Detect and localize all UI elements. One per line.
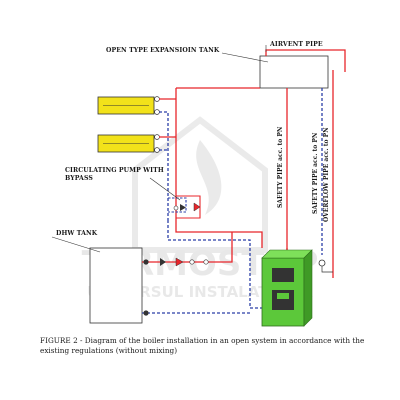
return-riser xyxy=(159,111,169,220)
expansion-tank-leader xyxy=(221,52,269,63)
radiator-upper-return-valve xyxy=(154,109,160,115)
circulating-pump-leader xyxy=(149,177,181,201)
overflow-pipe-label: OVERFLOW PIPE acc. to PN xyxy=(323,127,330,222)
dhw-pump-icon xyxy=(175,257,184,267)
dhw-supply-pipe xyxy=(142,232,233,263)
airvent-pipe xyxy=(265,49,346,72)
radiator-upper-valve xyxy=(154,96,160,102)
circulating-pump-label-bypass: BYPASS xyxy=(65,175,93,182)
check-valve-icon xyxy=(180,204,186,211)
pump-icon xyxy=(193,202,201,212)
airvent-pipe-label: AIRVENT PIPE xyxy=(269,41,323,48)
radiator-lower-valve xyxy=(154,134,160,140)
dhw-tank xyxy=(89,247,143,324)
expansion-tank xyxy=(259,55,329,89)
expansion-tank-label: OPEN TYPE EXPANSIOIN TANK xyxy=(106,47,220,54)
dhw-tank-label: DHW TANK xyxy=(56,230,98,237)
dhw-valve-icon xyxy=(189,259,195,265)
radiator-lower-return-valve xyxy=(154,147,160,153)
figure-caption: FIGURE 2 - Diagram of the boiler install… xyxy=(40,336,365,355)
watermark-house-icon xyxy=(132,116,268,253)
safety-pipe-1-label: SAFETY PIPE acc. to PN xyxy=(277,126,284,208)
supply-riser xyxy=(159,87,260,218)
dhw-return-valve xyxy=(143,310,149,316)
dhw-supply-valve xyxy=(143,259,149,265)
circulating-pump-label: CIRCULATING PUMP WITH xyxy=(65,167,164,174)
watermark-flame-icon xyxy=(196,140,222,215)
dhw-valve-icon-2 xyxy=(203,259,209,265)
dhw-check-valve-icon xyxy=(160,258,166,266)
boiler xyxy=(261,249,313,327)
dhw-tank-leader xyxy=(51,236,101,253)
pump-valve-icon xyxy=(173,205,179,211)
boiler-return-pipe xyxy=(167,220,265,309)
overflow-drain-icon xyxy=(318,259,326,267)
overflow-drain-pipe xyxy=(321,266,333,273)
safety-pipe-2-label: SAFETY PIPE acc. to PN xyxy=(312,132,319,214)
watermark-subtitle: UNIVERSUL INSTALATIILOR xyxy=(87,283,313,301)
